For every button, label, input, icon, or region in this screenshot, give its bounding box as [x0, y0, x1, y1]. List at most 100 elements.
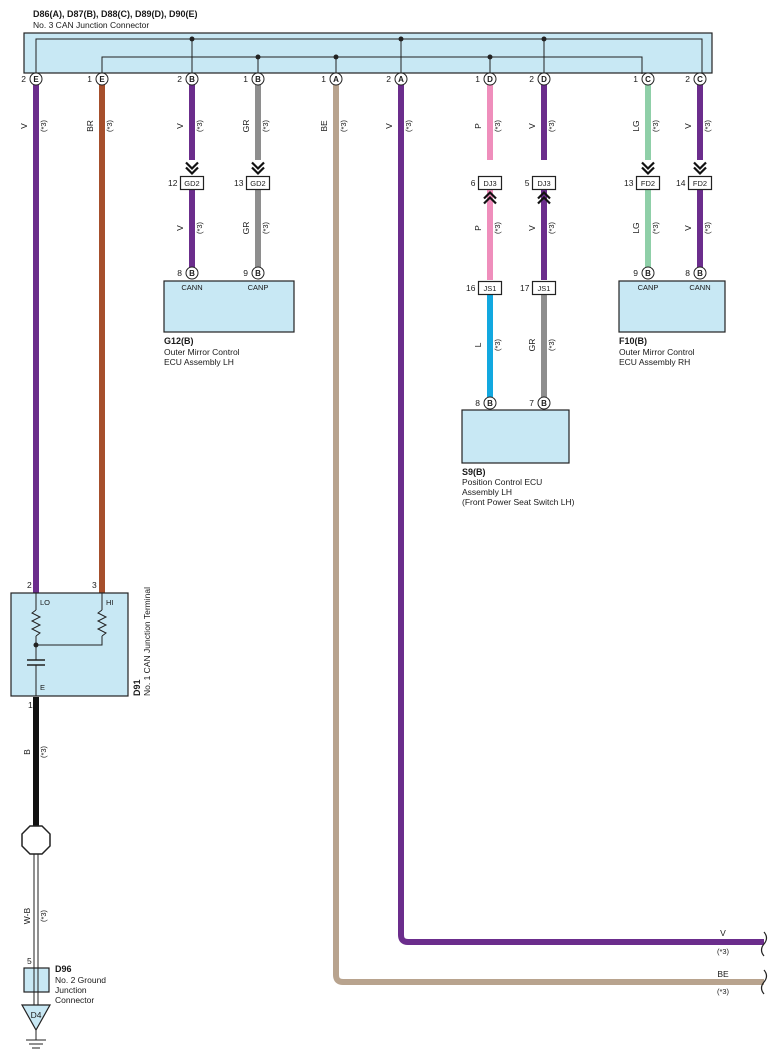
connector-num-7: 17 — [520, 283, 530, 293]
d91-label-e: E — [40, 683, 45, 692]
ground-symbol — [26, 1030, 46, 1049]
lower-wire-note-7: (*3) — [547, 338, 556, 351]
lower-wire-color-3: V — [527, 225, 537, 231]
top-pin-circle-3 — [251, 72, 265, 86]
d91-id: D91 — [132, 679, 142, 696]
connector-box-7 — [531, 280, 557, 296]
s9-line2: Assembly LH — [462, 487, 512, 497]
top-pin-circle-1 — [95, 72, 109, 86]
connector-box-1 — [245, 175, 271, 191]
top-pin-code-9: C — [697, 75, 703, 84]
top-pin-code-5: A — [398, 75, 404, 84]
lower-wire-note-6: (*3) — [493, 338, 502, 351]
s9-pin-0-num: 8 — [475, 398, 480, 408]
g12-pin-0-circle — [185, 266, 199, 280]
top-wire-color-7: V — [527, 123, 537, 129]
d91-pin-hi: 3 — [92, 580, 97, 590]
g12-pin-0-label: CANN — [181, 283, 202, 292]
right-wire-v-note: (*3) — [717, 947, 730, 956]
top-wire-note-6: (*3) — [493, 119, 502, 132]
lower-wire-note-2-group: (*3) — [493, 221, 502, 234]
lower-wire-color-1-group: GR — [241, 222, 251, 235]
lower-wire-note-6-group: (*3) — [493, 338, 502, 351]
connector-name-4: FD2 — [641, 179, 655, 188]
s9-id: S9(B) — [462, 467, 486, 477]
chevron-b-0 — [185, 166, 199, 176]
top-wire-note-4: (*3) — [339, 119, 348, 132]
header-subtitle: No. 3 CAN Junction Connector — [33, 20, 149, 30]
f10-id: F10(B) — [619, 336, 647, 346]
lower-wire-color-7: GR — [527, 339, 537, 352]
f10-pin-0-code: B — [645, 269, 651, 278]
f10-pin-1-num: 8 — [685, 268, 690, 278]
d96-line1: No. 2 Ground — [55, 975, 106, 985]
lower-wire-color-5: V — [683, 225, 693, 231]
ground-point-triangle — [20, 1004, 52, 1032]
top-wire-note-1-group: (*3) — [105, 119, 114, 132]
ground-point-label: D4 — [31, 1010, 42, 1020]
g12-line1: Outer Mirror Control — [164, 347, 240, 357]
lower-wire-color-0-group: V — [175, 225, 185, 231]
g12-pin-0-code: B — [189, 269, 195, 278]
g12-pin-0-num: 8 — [177, 268, 182, 278]
header-title: D86(A), D87(B), D88(C), D89(D), D90(E) — [33, 9, 198, 19]
f10-line2: ECU Assembly RH — [619, 357, 690, 367]
top-wire-color-9-group: V — [683, 123, 693, 129]
top-wire-note-0-group: (*3) — [39, 119, 48, 132]
connector-num-2: 6 — [471, 178, 476, 188]
f10-pin-0-label: CANP — [638, 283, 659, 292]
lower-wire-note-0: (*3) — [195, 221, 204, 234]
top-wire-color-6: P — [473, 123, 483, 129]
chevron-a-1 — [251, 161, 265, 171]
ground-wire-color: B — [22, 749, 32, 755]
top-wire-note-7-group: (*3) — [547, 119, 556, 132]
d96-pin: 5 — [27, 956, 32, 966]
d96-line2: Junction — [55, 985, 87, 995]
connector-num-3: 5 — [525, 178, 530, 188]
d96-box — [23, 967, 50, 993]
lower-wire-note-2: (*3) — [493, 221, 502, 234]
top-wire-color-2: V — [175, 123, 185, 129]
top-pin-num-0: 2 — [21, 74, 26, 84]
g12-pin-1-code: B — [255, 269, 261, 278]
wb-wire — [33, 854, 39, 968]
connector-box-3 — [531, 175, 557, 191]
top-wire-color-4-group: BE — [319, 120, 329, 132]
chevron-a-2 — [483, 195, 497, 205]
d91-name: No. 1 CAN Junction Terminal — [142, 587, 152, 696]
top-wire-color-0: V — [19, 123, 29, 129]
top-wire-color-4: BE — [319, 120, 329, 132]
top-pin-code-2: B — [189, 75, 195, 84]
f10-pin-1-label: CANN — [689, 283, 710, 292]
lower-wire-color-2: P — [473, 225, 483, 231]
connector-box-2 — [477, 175, 503, 191]
g12-line2: ECU Assembly LH — [164, 357, 234, 367]
right-wire-be-note: (*3) — [717, 987, 730, 996]
s9-line1: Position Control ECU — [462, 477, 542, 487]
top-pin-code-4: A — [333, 75, 339, 84]
top-wire-color-1: BR — [85, 120, 95, 132]
chevron-a-4 — [641, 161, 655, 171]
s9-pin-1-num: 7 — [529, 398, 534, 408]
d91-pin-e: 1 — [28, 700, 33, 710]
splice-octagon — [21, 825, 51, 855]
d91-pin-lo: 2 — [27, 580, 32, 590]
chevron-b-1 — [251, 166, 265, 176]
f10-box — [618, 280, 726, 333]
top-pin-num-7: 2 — [529, 74, 534, 84]
lower-wire-note-4: (*3) — [651, 221, 660, 234]
top-wire-color-3-group: GR — [241, 120, 251, 133]
connector-name-2: DJ3 — [483, 179, 496, 188]
top-pin-circle-0 — [29, 72, 43, 86]
f10-pin-1-circle — [693, 266, 707, 280]
chevron-a-3 — [537, 195, 551, 205]
top-pin-num-1: 1 — [87, 74, 92, 84]
top-pin-num-3: 1 — [243, 74, 248, 84]
lower-wire-note-5-group: (*3) — [703, 221, 712, 234]
d91-label-lo: LO — [40, 598, 50, 607]
connector-box-5 — [687, 175, 713, 191]
top-wire-note-6-group: (*3) — [493, 119, 502, 132]
top-wire-note-7: (*3) — [547, 119, 556, 132]
